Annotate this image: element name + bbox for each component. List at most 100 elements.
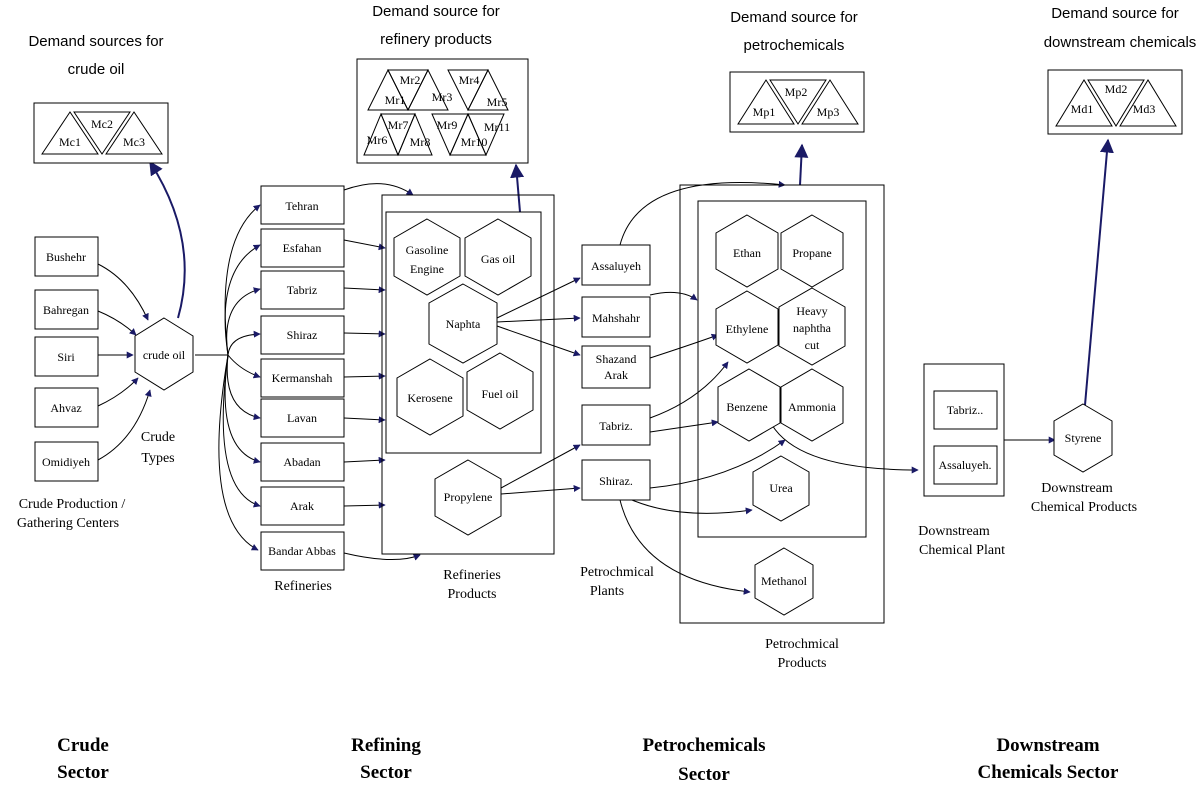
demand-mr8-triangle [397,112,433,156]
demand-mp3-triangle [801,79,859,125]
edge-omidiyeh-crude [97,389,152,461]
plant-assaluyeh-box [581,244,651,286]
edge-propylene-shiraz [500,484,581,495]
downstream-assaluyeh-label: Assaluyeh. [939,458,992,472]
demand-md3-label: Md3 [1133,102,1156,116]
demand-mr3-label: Mr3 [432,90,453,104]
demand-mr1-label: Mr1 [385,93,406,107]
sector-crude-label-1: Crude [57,735,109,756]
edge-shazand-ethylene [649,333,719,359]
refinery-products-inner-box [385,211,542,454]
downstream-plant-group: Tabriz.. Assaluyeh. Downstream Chemical … [918,363,1005,558]
plant-assaluyeh-label: Assaluyeh [591,259,641,273]
demand-mr7-label: Mr7 [388,118,409,132]
demand-mp1-triangle [737,79,795,125]
crude-center-omidiyeh-box [34,441,99,482]
refinery-products-label-1: Refineries [443,568,501,583]
edge-naphta-shazand [496,325,581,357]
plant-shiraz-label: Shiraz. [599,474,633,488]
demand-crude-title-1: Demand sources for [28,33,163,50]
demand-md1-label: Md1 [1071,102,1094,116]
refinery-shiraz-label: Shiraz [287,328,318,342]
demand-mc1-label: Mc1 [59,135,81,149]
benzene-hexagon [717,368,781,442]
plant-shazand-arak-box [581,345,651,389]
edge-naphta-assaluyeh [496,277,581,319]
edge-lavan-products [343,416,386,424]
demand-md2-label: Md2 [1105,82,1128,96]
edge-mahshahr-ethylene [649,291,698,301]
edge-esfahan-products [343,239,386,251]
refinery-kermanshah-box [260,358,345,398]
kerosene-label: Kerosene [407,391,452,405]
ethan-label: Ethan [733,246,761,260]
crude-center-omidiyeh-label: Omidiyeh [42,455,90,469]
crude-center-siri-box [34,336,99,377]
plant-mahshahr-box [581,296,651,338]
demand-mr5-label: Mr5 [487,95,508,109]
crude-centers-label-1: Crude Production / [19,497,126,512]
refinery-products-label-2: Products [448,587,497,602]
demand-mp2-triangle [769,79,827,125]
demand-downstream-title-1: Demand source for [1051,5,1179,22]
crude-center-ahvaz-box [34,387,99,428]
refinery-tehran-label: Tehran [285,199,318,213]
edge-arak-products [343,501,386,509]
edge-fan-tabriz [226,287,261,356]
crude-center-ahvaz-label: Ahvaz [50,401,81,415]
edge-fan-bandar [218,354,259,551]
edge-tabriz-benzene [649,419,719,433]
demand-mp3-label: Mp3 [817,105,840,119]
refinery-arak-box [260,486,345,526]
refinery-bandar-abbas-label: Bandar Abbas [268,544,336,558]
fuel-oil-label: Fuel oil [481,387,519,401]
petro-products-outer-box [679,184,885,624]
demand-downstream-title-2: downstream chemicals [1044,34,1197,51]
edge-shiraz-urea [631,499,753,515]
kerosene-hexagon [396,358,464,436]
demand-downstream-group: Demand source for downstream chemicals M… [1044,5,1197,135]
gas-oil-hexagon [464,218,532,296]
edge-naphta-mahshahr [496,314,581,323]
petro-plants-label-2: Plants [590,584,624,599]
edge-fan-shiraz [227,330,261,356]
refinery-tehran-box [260,185,345,225]
ammonia-label: Ammonia [788,400,837,414]
crude-center-bushehr-label: Bushehr [46,250,86,264]
heavy-naphtha-label-1: Heavy [796,304,827,318]
edge-abadan-products [343,456,386,464]
ethylene-label: Ethylene [726,322,769,336]
edge-fan-esfahan [224,244,261,356]
downstream-tabriz-box [933,390,998,430]
crude-center-bahregan-label: Bahregan [43,303,89,317]
edge-fan-arak [222,354,261,508]
refinery-lavan-label: Lavan [287,411,317,425]
downstream-plant-label-2: Chemical Plant [919,543,1005,558]
crude-center-siri-label: Siri [57,350,75,364]
demand-mr10-label: Mr10 [461,135,488,149]
petro-products-label-1: Petrochmical [765,637,839,652]
demand-mr3-triangle [407,68,449,111]
demand-mr6-label: Mr6 [367,133,388,147]
demand-mc3-triangle [105,111,163,155]
edge-shiraz-products [343,330,386,338]
demand-crude-title-2: crude oil [68,61,125,78]
urea-hexagon [752,455,810,522]
demand-mr4-label: Mr4 [459,73,480,87]
connectors [97,138,1114,595]
refineries-group: Tehran Esfahan Tabriz Shiraz Kermanshah … [260,185,345,594]
refinery-tabriz-box [260,270,345,310]
plant-shazand-label-1: Shazand [596,352,637,366]
demand-md3-triangle [1119,79,1177,127]
plant-shiraz-box [581,459,651,501]
crude-oil-label: crude oil [143,348,186,362]
edge-fan-lavan [226,354,261,421]
plant-tabriz-label: Tabriz. [599,419,632,433]
sector-downstream-label-2: Chemicals Sector [978,762,1119,783]
demand-mr11-triangle [467,113,505,157]
heavy-naphtha-label-3: cut [805,338,820,352]
plant-tabriz-box [581,404,651,446]
petro-products-group: Ethan Propane Ethylene Heavy naphtha cut… [679,184,885,671]
edge-bahregan-crude [97,310,137,336]
